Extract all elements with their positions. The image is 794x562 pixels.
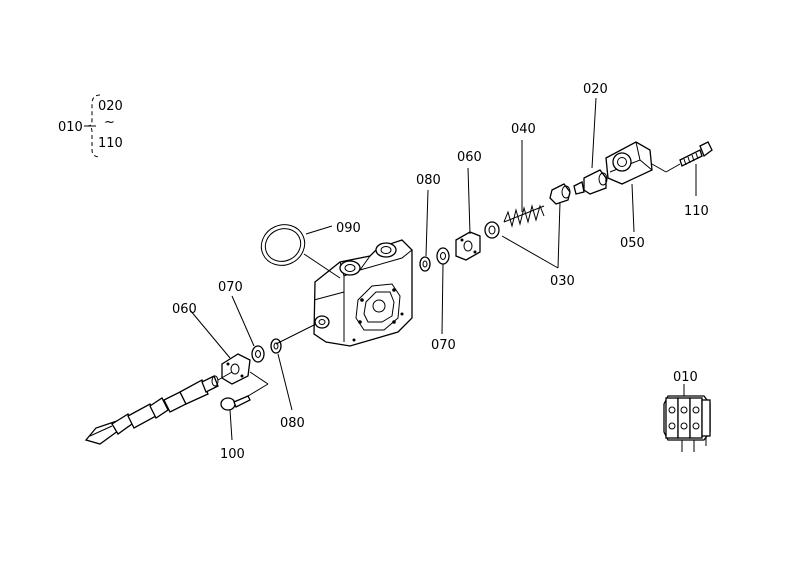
- callout-labels: 020 040 060 080 090 110 050 030 070 060 …: [172, 82, 709, 462]
- legend-range-end: 110: [98, 136, 123, 151]
- washer-070-upper: [436, 247, 450, 265]
- callout-070-upper: 070: [218, 280, 243, 295]
- o-ring-part: [260, 224, 306, 266]
- callout-070-lower: 070: [431, 338, 456, 353]
- leader-lines: [189, 97, 697, 441]
- valve-body-part: [313, 239, 413, 347]
- callout-110: 110: [684, 204, 709, 219]
- cover-plate-060-lower: [221, 353, 251, 385]
- callout-020: 020: [583, 82, 608, 97]
- washer-080-upper: [419, 256, 431, 272]
- poppet-030: [549, 183, 571, 205]
- callout-030: 030: [550, 274, 575, 289]
- callout-060-upper: 060: [457, 150, 482, 165]
- legend-range-start: 020: [98, 99, 123, 114]
- legend-brace: [87, 94, 101, 158]
- callout-050: 050: [620, 236, 645, 251]
- legend-group-label: 010: [58, 120, 83, 135]
- bolt-110: [679, 141, 713, 167]
- spring-040: [503, 204, 545, 228]
- assembly-thumbnail: [663, 395, 711, 452]
- seat-030: [484, 221, 500, 239]
- washer-080-lower: [270, 338, 282, 354]
- assembly-legend: 010 020 ~ 110: [58, 94, 123, 158]
- callout-100: 100: [220, 447, 245, 462]
- callout-040: 040: [511, 122, 536, 137]
- callout-090: 090: [336, 221, 361, 236]
- screw-100: [220, 371, 269, 411]
- cap-block-050: [605, 141, 681, 185]
- callout-080-upper: 080: [416, 173, 441, 188]
- legend-range-sep: ~: [104, 115, 115, 130]
- washer-070-lower: [251, 345, 265, 363]
- spool-part: [84, 371, 233, 445]
- callout-010-assembly: 010: [673, 370, 698, 385]
- callout-060-lower: 060: [172, 302, 197, 317]
- adjuster-020: [573, 169, 608, 195]
- callout-080-lower: 080: [280, 416, 305, 431]
- cover-plate-060-upper: [455, 231, 481, 261]
